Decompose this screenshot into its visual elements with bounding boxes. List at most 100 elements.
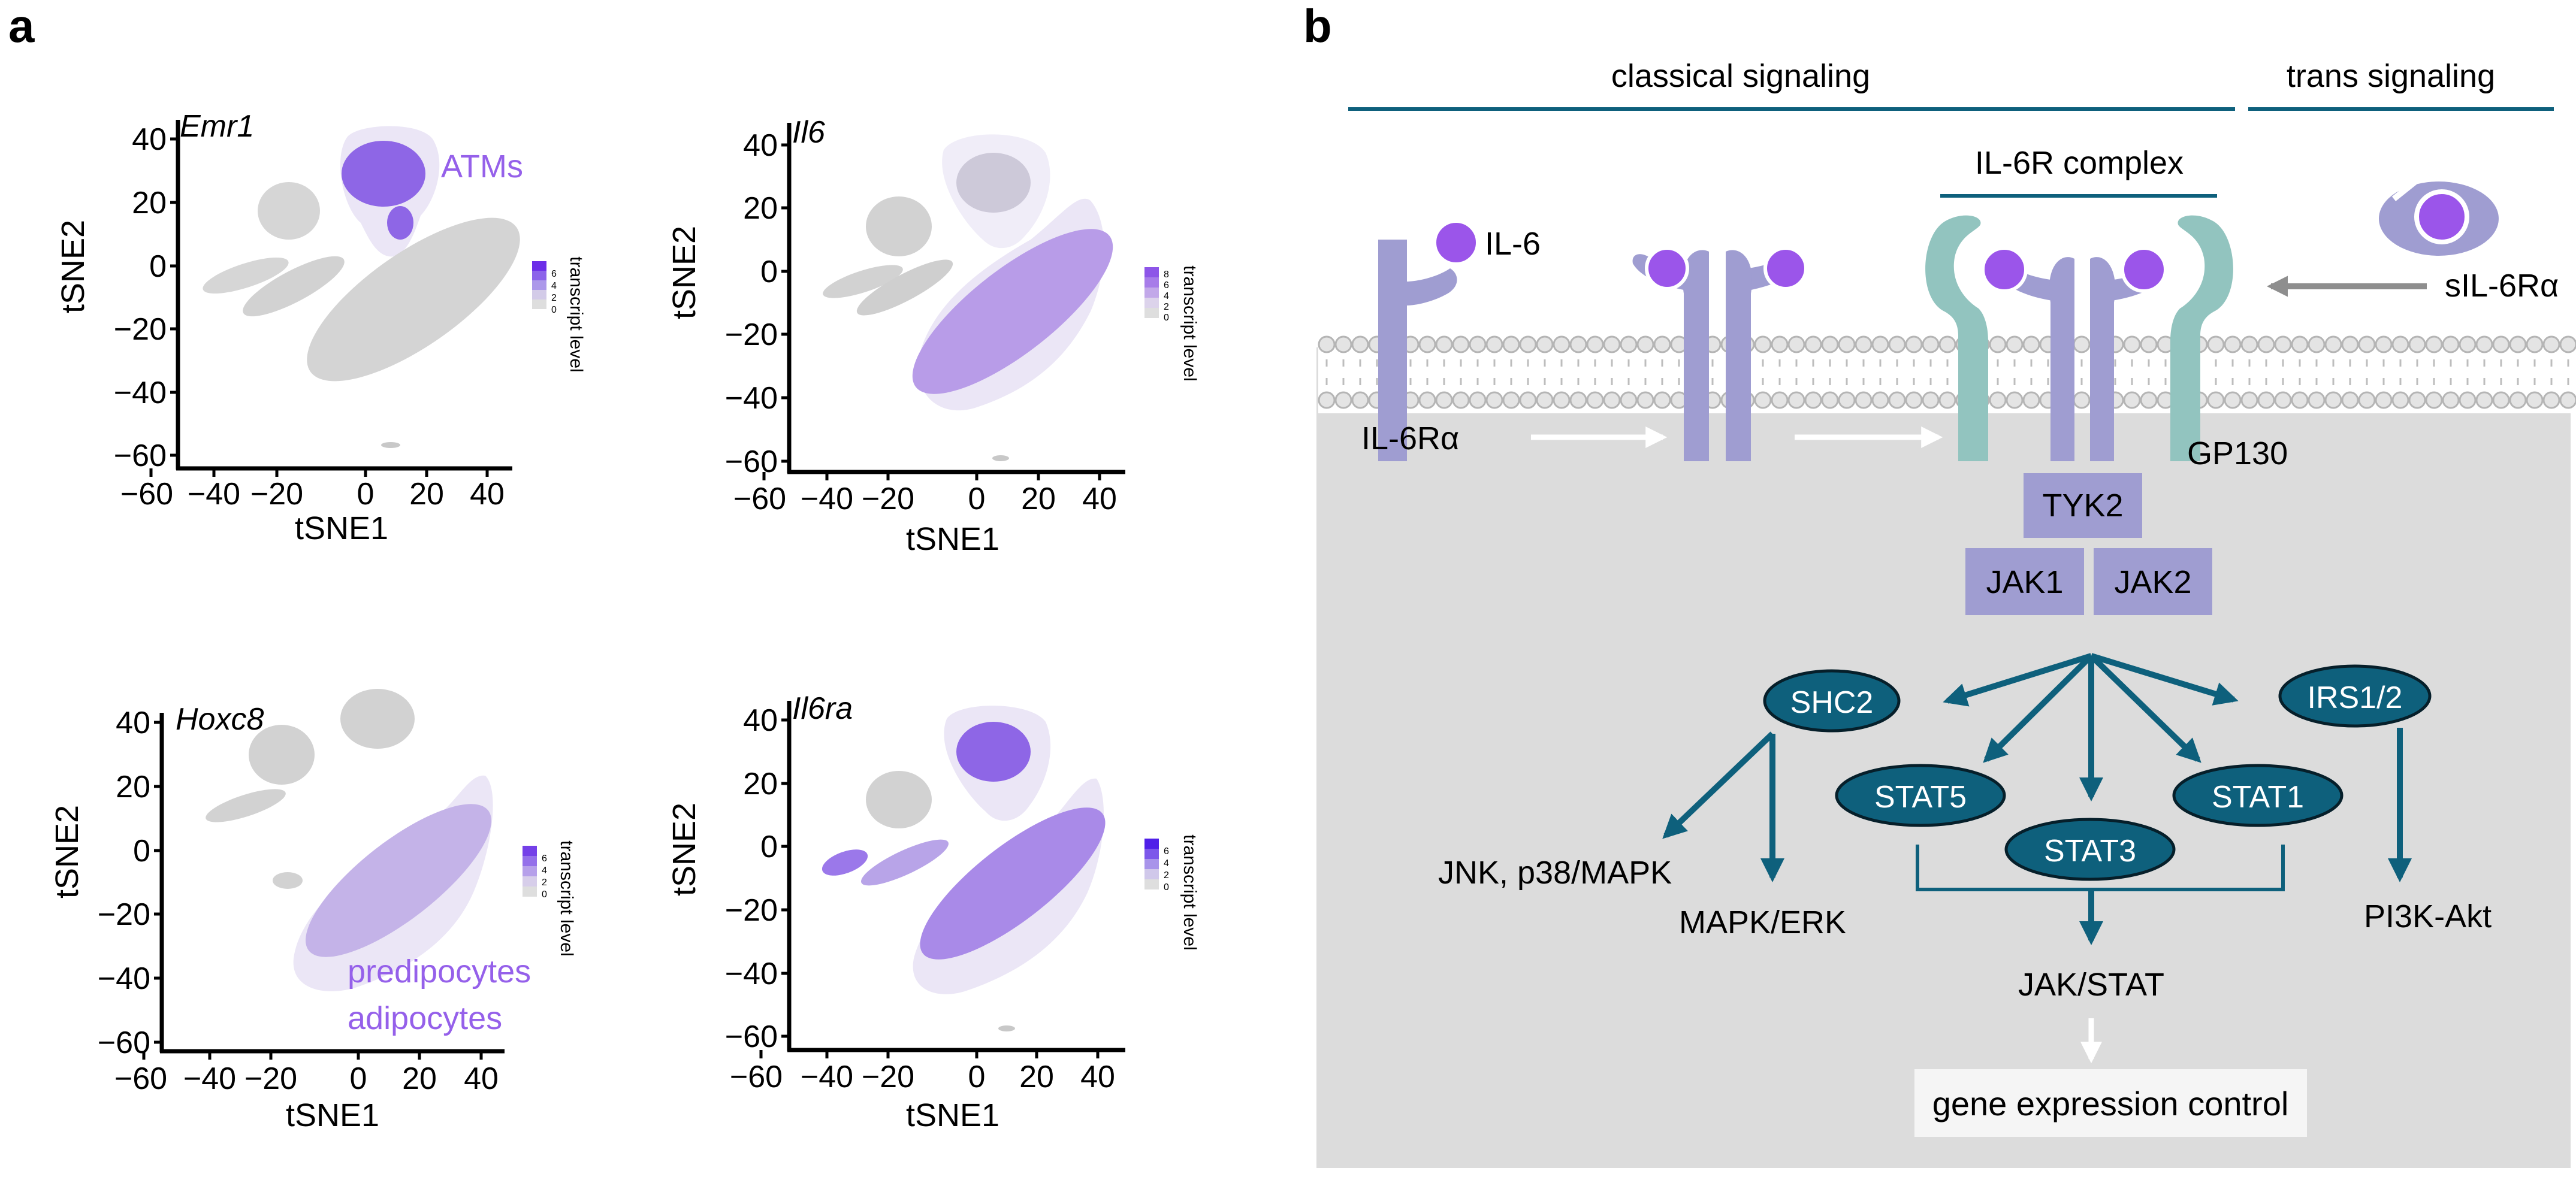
- colorbar-swatch: [1144, 839, 1159, 849]
- x-tick-label: −20: [862, 482, 914, 516]
- gene-name: Hoxc8: [176, 702, 264, 737]
- cell-dots: [203, 141, 520, 448]
- lipid-head: [1418, 335, 1436, 353]
- y-tick-label: −40: [114, 376, 167, 410]
- lipid-head: [1871, 335, 1889, 353]
- lipid-head: [1871, 391, 1889, 409]
- lipid-head: [1636, 391, 1654, 409]
- il6-ligand: [1433, 219, 1479, 266]
- x-tick-label: 40: [464, 1061, 499, 1096]
- irs12-node: [2278, 664, 2432, 728]
- shc2-label: SHC2: [1790, 685, 1874, 720]
- il6ra-left-top: [1683, 250, 1709, 294]
- lipid-head: [1553, 391, 1571, 409]
- lipid-head: [1586, 391, 1604, 409]
- lipid-head: [1855, 391, 1873, 409]
- lipid-head: [1754, 391, 1772, 409]
- lipid-head: [2257, 391, 2275, 409]
- y-tick-label: −60: [725, 1019, 778, 1054]
- lipid-head: [2442, 391, 2460, 409]
- cluster-left-gray: [823, 265, 903, 298]
- y-tick-label: 20: [132, 186, 167, 220]
- lipid-head: [2207, 335, 2225, 353]
- il6ra-left-stem: [1684, 288, 1709, 461]
- y-tick-label: −20: [114, 312, 167, 347]
- cluster-upper-gray: [249, 725, 315, 785]
- x-tick-label: 0: [350, 1061, 367, 1096]
- lipid-head: [2341, 391, 2359, 409]
- y-tick-label: −20: [98, 897, 150, 932]
- gene-name: Il6: [792, 115, 825, 150]
- lipid-head: [2542, 335, 2560, 353]
- lipid-head: [1418, 391, 1436, 409]
- y-tick-label: −60: [98, 1025, 150, 1060]
- x-tick-label: 40: [470, 477, 505, 512]
- colorbar-tick: 2: [1164, 302, 1169, 312]
- lipid-head: [2324, 391, 2342, 409]
- lipid-head: [1603, 391, 1621, 409]
- panel-a-label: a: [8, 0, 35, 52]
- lipid-head: [1787, 335, 1805, 353]
- lipid-head: [1620, 391, 1638, 409]
- cluster-small-gray: [998, 1025, 1015, 1031]
- jak1-label: JAK1: [1986, 564, 2063, 600]
- cell-dots: [822, 722, 1106, 1031]
- x-tick-label: −20: [862, 1060, 914, 1094]
- cluster-main-gray: [307, 217, 520, 382]
- y-tick-label: 40: [743, 703, 778, 738]
- jak2-box: [2094, 548, 2212, 615]
- lipid-head: [2358, 335, 2376, 353]
- cluster-left-gray: [203, 258, 289, 294]
- lipid-head: [1469, 391, 1487, 409]
- lipid-head: [1318, 335, 1336, 353]
- x-ticks: −60 −40 −20 0 20 40: [120, 468, 505, 512]
- y-ticks: 40 20 0 −20 −40 −60: [98, 706, 162, 1060]
- colorbar-swatch: [1144, 267, 1159, 277]
- x-tick-label: −40: [801, 482, 853, 516]
- y-tick-label: 40: [116, 706, 150, 740]
- colorbar-tick: 2: [1164, 870, 1169, 881]
- cell-dots: [823, 153, 1113, 461]
- cluster-atm-purple: [342, 141, 425, 207]
- colorbar-tick: 2: [542, 878, 547, 888]
- colorbar-swatch: [1144, 869, 1159, 879]
- lipid-head: [1888, 335, 1906, 353]
- panel-b-label: b: [1303, 0, 1332, 52]
- lipid-head: [2391, 335, 2409, 353]
- colorbar-swatch: [1144, 298, 1159, 308]
- cluster-atm-purple: [956, 722, 1031, 782]
- cluster-upper-gray: [258, 182, 320, 240]
- sil6ra-ligand: [2414, 189, 2469, 244]
- cluster-main-purple: [912, 229, 1113, 394]
- x-tick-label: −60: [120, 477, 173, 512]
- cluster-left-gray: [206, 789, 286, 822]
- lipid-head: [1838, 335, 1856, 353]
- colorbar-tick: 0: [551, 305, 557, 315]
- stat-bracket: [1916, 845, 2285, 891]
- lipid-head: [2022, 391, 2040, 409]
- panel-b: b classical signaling trans signaling IL…: [1303, 0, 2576, 1168]
- colorbar-tick: 6: [1164, 280, 1169, 291]
- cluster-atm-gray: [956, 153, 1031, 213]
- y-ticks: 40 20 0 −20 −40 −60: [725, 128, 789, 479]
- lipid-head: [2240, 335, 2258, 353]
- colorbar-swatch: [523, 846, 537, 856]
- colorbar-tick: 8: [1164, 270, 1169, 280]
- lipid-head: [1620, 335, 1638, 353]
- x-axis-label: tSNE1: [906, 1097, 999, 1133]
- cell-membrane: [1318, 329, 2576, 413]
- lipid-head: [2140, 391, 2158, 409]
- lipid-head: [2475, 391, 2493, 409]
- highlight-label-atms: ATMs: [441, 149, 523, 184]
- cluster-left-purple: [822, 849, 868, 876]
- lipid-head: [2459, 391, 2477, 409]
- lipid-head: [1989, 335, 2007, 353]
- classical-signaling-label: classical signaling: [1611, 58, 1870, 94]
- lipid-head: [2559, 335, 2576, 353]
- panel-a: a −60: [8, 0, 1200, 1133]
- lipid-head: [1855, 335, 1873, 353]
- colorbar-title: transcript level: [566, 256, 586, 372]
- il6-label: IL-6: [1485, 226, 1541, 262]
- lipid-head: [1502, 335, 1520, 353]
- x-tick-label: −40: [801, 1060, 853, 1094]
